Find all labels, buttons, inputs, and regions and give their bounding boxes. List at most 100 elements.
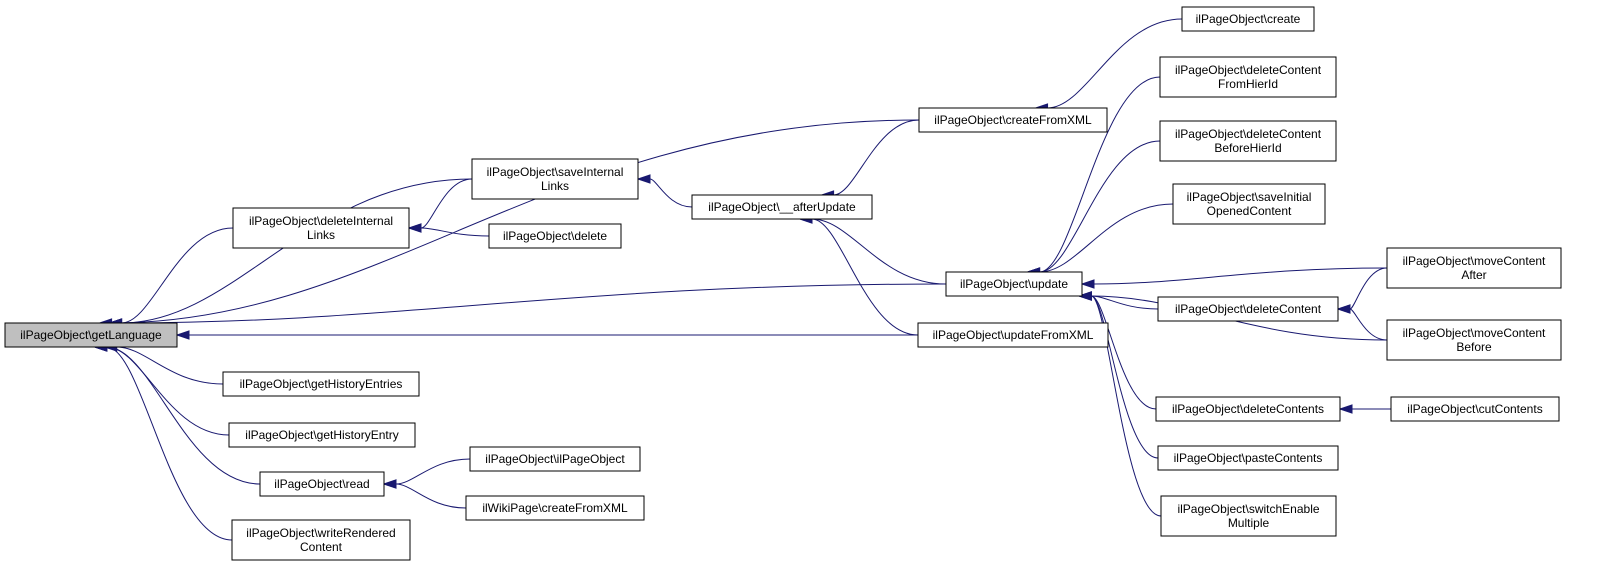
node-il-page-object-ctor[interactable]: ilPageObject\ilPageObject (469, 446, 641, 472)
edge-delete-content-before-hier-id-to-update (1026, 140, 1161, 277)
node-wiki-create-from-xml[interactable]: ilWikiPage\createFromXML (465, 495, 645, 521)
edge-switch-enable-multiple-to-update (1077, 291, 1162, 517)
edge-after-update-to-save-internal-links (636, 174, 693, 208)
node-update-from-xml[interactable]: ilPageObject\updateFromXML (917, 322, 1109, 348)
edge-create-from-xml-to-after-update (820, 119, 920, 200)
edge-arrowhead (636, 174, 651, 184)
node-label: ilPageObject\deleteInternal (249, 214, 393, 228)
node-box (259, 471, 385, 497)
edge-line (121, 283, 947, 324)
edge-line (106, 346, 261, 485)
edge-line (106, 346, 230, 436)
edge-arrowhead (1080, 279, 1095, 289)
edge-line (395, 483, 467, 509)
edge-line (1091, 295, 1162, 517)
node-box (1181, 6, 1315, 32)
edge-arrowhead (1338, 404, 1353, 414)
edge-line (1039, 76, 1161, 273)
node-box (232, 207, 410, 249)
edge-arrowhead (175, 330, 190, 340)
edge-line (1039, 140, 1161, 273)
node-box (1390, 396, 1560, 422)
node-create[interactable]: ilPageObject\create (1181, 6, 1315, 32)
node-box (1386, 319, 1562, 361)
node-label: ilPageObject\writeRendered (246, 526, 395, 540)
node-box (1172, 183, 1326, 225)
node-label: ilPageObject\updateFromXML (933, 328, 1094, 342)
node-get-history-entry[interactable]: ilPageObject\getHistoryEntry (228, 422, 416, 448)
edge-save-initial-opened-content-to-update (1026, 203, 1174, 277)
edge-delete-contents-to-update (1077, 291, 1157, 410)
edge-line (1039, 203, 1174, 273)
node-after-update[interactable]: ilPageObject\__afterUpdate (691, 194, 873, 220)
edge-update-to-after-update (798, 214, 947, 285)
node-box (1159, 56, 1337, 98)
node-get-language[interactable]: ilPageObject\getLanguage (4, 322, 178, 348)
node-label: ilPageObject\moveContent (1403, 254, 1546, 268)
node-delete[interactable]: ilPageObject\delete (488, 223, 622, 249)
edge-line (106, 346, 233, 541)
node-get-history-entries[interactable]: ilPageObject\getHistoryEntries (222, 371, 420, 397)
node-paste-contents[interactable]: ilPageObject\pasteContents (1157, 445, 1339, 471)
node-box (222, 371, 420, 397)
edge-move-content-after-to-update (1080, 267, 1388, 289)
node-box (1386, 247, 1562, 289)
node-box (488, 223, 622, 249)
node-box (1160, 495, 1337, 537)
node-label: ilPageObject\deleteContent (1175, 302, 1322, 316)
edge-line (649, 178, 693, 208)
edge-arrowhead (382, 479, 397, 489)
node-delete-contents[interactable]: ilPageObject\deleteContents (1155, 396, 1341, 422)
node-label: ilPageObject\create (1196, 12, 1301, 26)
edge-get-history-entries-to-get-language (103, 342, 224, 385)
nodes-layer: ilPageObject\getLanguage ilPageObject\del… (4, 6, 1562, 561)
node-label: ilPageObject\update (960, 277, 1068, 291)
node-box (469, 446, 641, 472)
node-label: ilPageObject\saveInternal (487, 165, 624, 179)
edge-arrowhead (407, 223, 422, 233)
edge-line (833, 119, 920, 196)
edge-line (1349, 308, 1388, 341)
edge-update-to-get-language (108, 283, 947, 328)
node-create-from-xml[interactable]: ilPageObject\createFromXML (918, 107, 1108, 133)
node-box (945, 271, 1083, 297)
node-box (917, 322, 1109, 348)
edge-get-history-entry-to-get-language (93, 342, 230, 436)
node-update[interactable]: ilPageObject\update (945, 271, 1083, 297)
edge-save-internal-links-to-delete-internal-links (407, 178, 473, 233)
edge-arrowhead (1336, 304, 1351, 314)
node-label: Content (300, 540, 343, 554)
node-label: ilPageObject\cutContents (1407, 402, 1542, 416)
node-box (4, 322, 178, 348)
node-label: ilPageObject\saveInitial (1187, 190, 1312, 204)
node-delete-content[interactable]: ilPageObject\deleteContent (1157, 296, 1339, 322)
edge-paste-contents-to-update (1077, 291, 1159, 459)
node-label: BeforeHierId (1214, 141, 1281, 155)
node-label: ilPageObject\getLanguage (20, 328, 162, 342)
node-box (1157, 445, 1339, 471)
edge-line (1091, 295, 1157, 410)
edge-line (1047, 18, 1183, 109)
node-box (465, 495, 645, 521)
node-label: ilPageObject\pasteContents (1174, 451, 1323, 465)
node-read[interactable]: ilPageObject\read (259, 471, 385, 497)
node-label: ilPageObject\delete (503, 229, 607, 243)
edge-line (1093, 267, 1388, 285)
node-label: Multiple (1228, 516, 1270, 530)
node-box (1157, 296, 1339, 322)
node-label: ilPageObject\getHistoryEntry (245, 428, 398, 442)
edge-line (811, 218, 947, 285)
node-cut-contents[interactable]: ilPageObject\cutContents (1390, 396, 1560, 422)
edge-update-from-xml-to-get-language (175, 330, 918, 340)
edge-read-to-get-language (93, 342, 261, 485)
node-label: ilPageObject\deleteContent (1175, 127, 1322, 141)
